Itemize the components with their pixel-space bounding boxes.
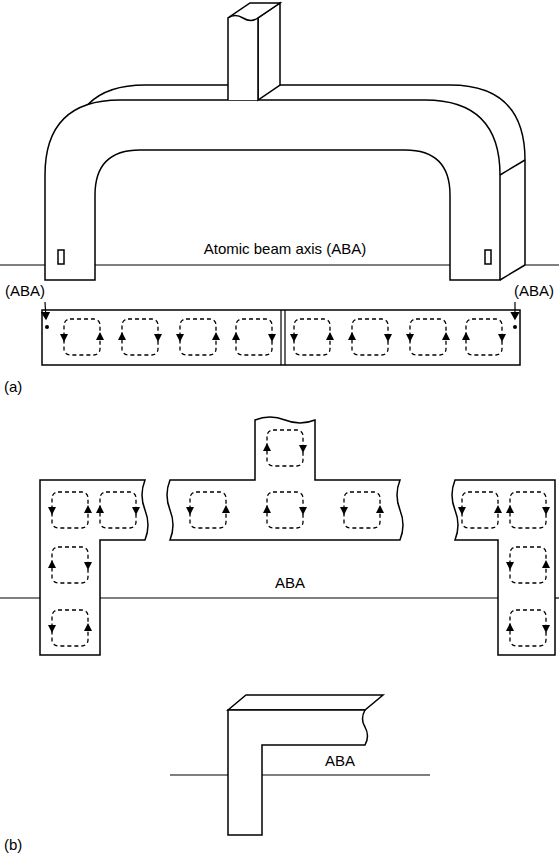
axis-label: Atomic beam axis (ABA): [204, 240, 367, 257]
axis-label: ABA: [325, 752, 355, 769]
axis-label: (ABA): [5, 282, 45, 299]
panel-label: (a): [4, 378, 22, 395]
axis-label: (ABA): [514, 282, 554, 299]
cavity-sections: [40, 417, 555, 655]
u-cavity-3d: [45, 3, 525, 280]
field-loops-b: [48, 430, 550, 646]
l-section-3d: [228, 695, 383, 835]
panel-label: (b): [4, 836, 22, 853]
unrolled-strip: [42, 302, 520, 365]
axis-label: ABA: [275, 574, 305, 591]
beam-axis-b: [0, 597, 559, 598]
beam-axis-a: [0, 264, 559, 265]
beam-axis-l: [170, 774, 430, 775]
